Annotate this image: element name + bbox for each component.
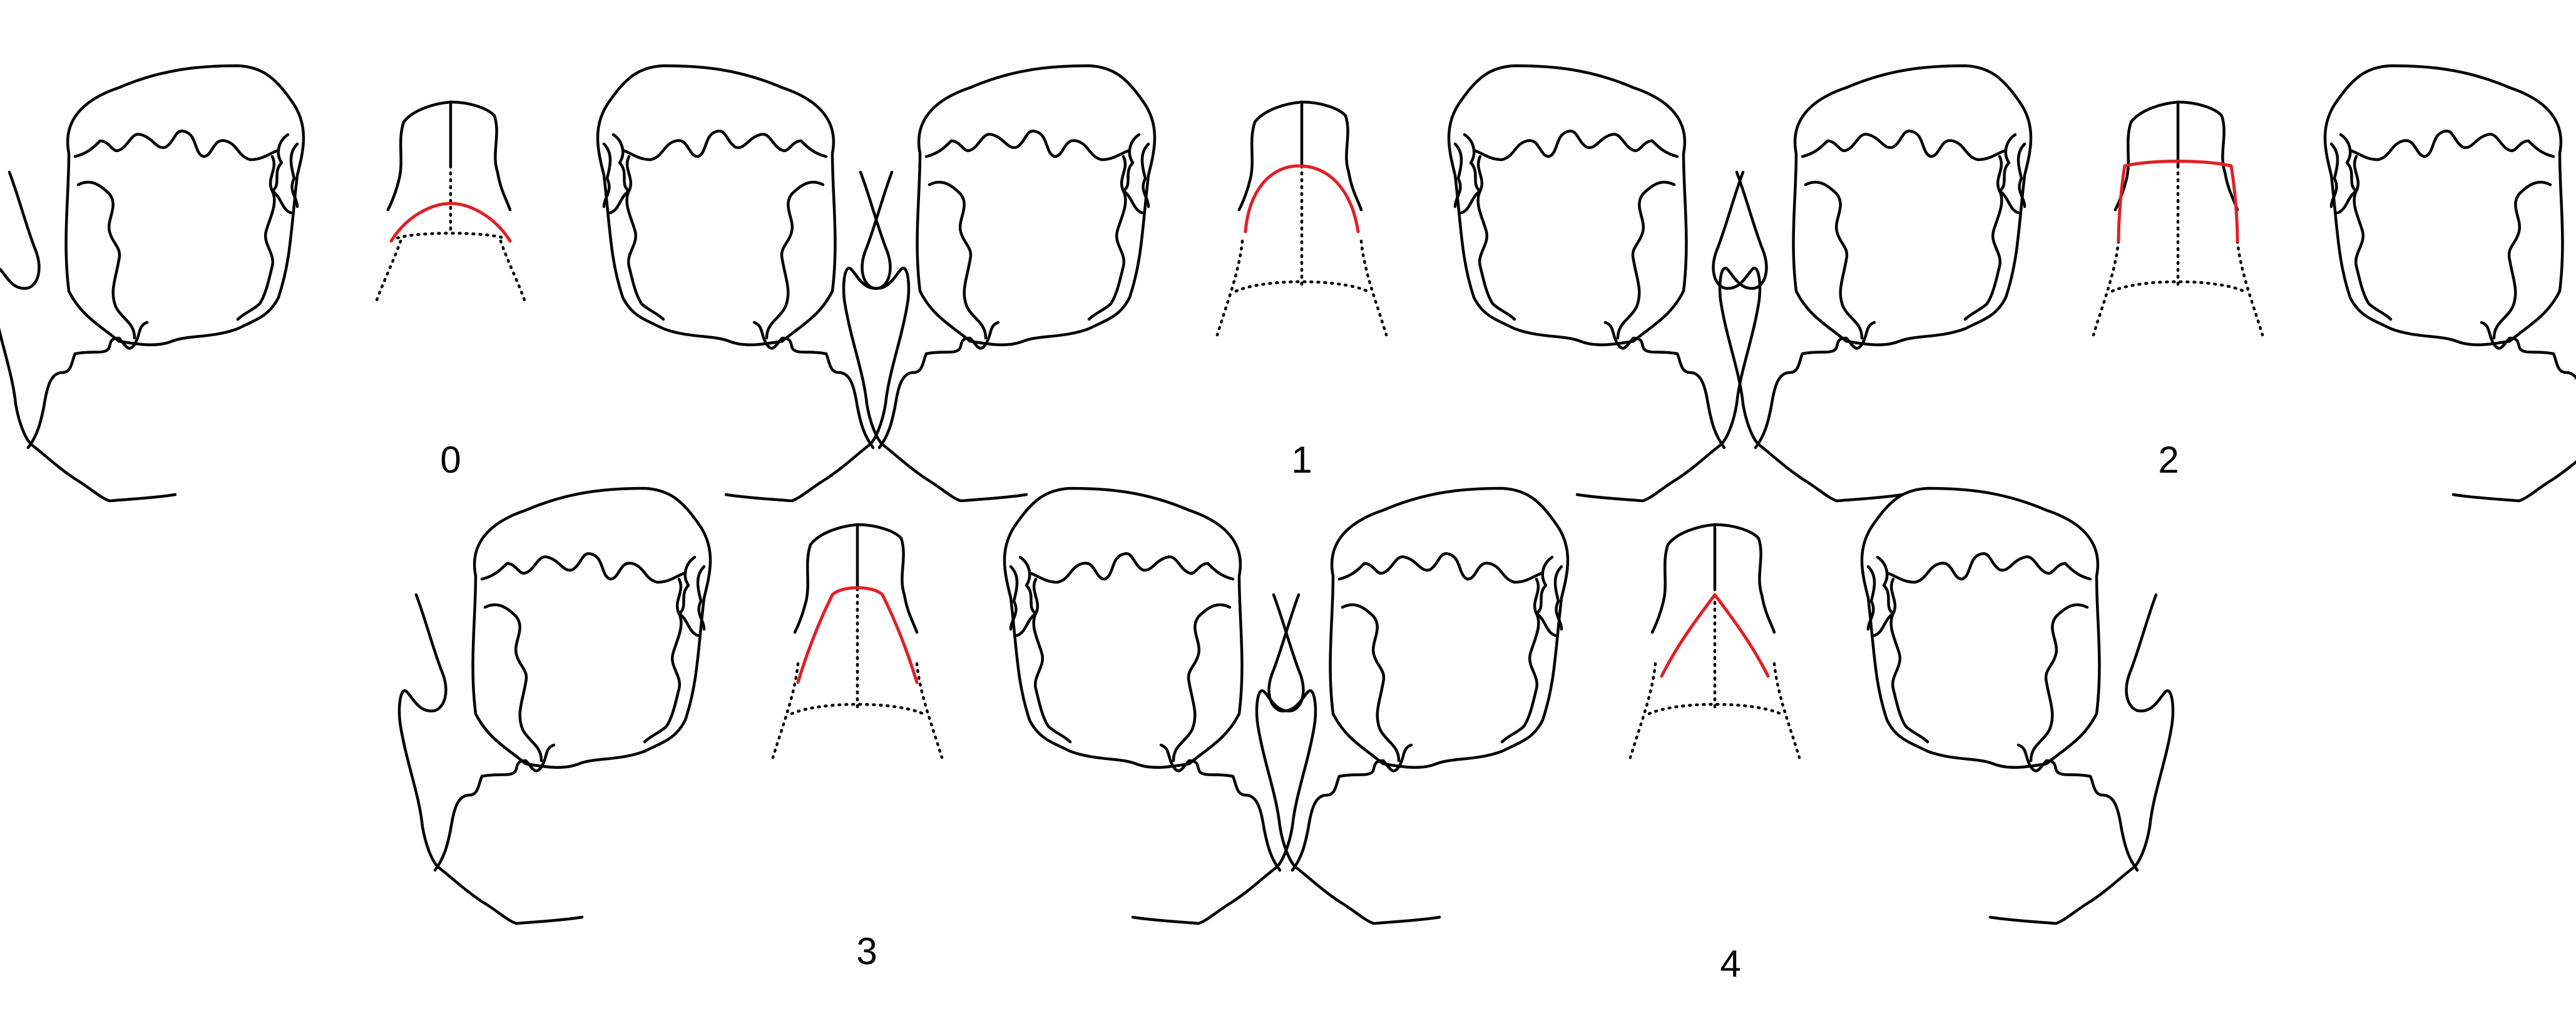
- suture-curve-2: [2117, 160, 2239, 243]
- state-label-3: 3: [856, 930, 877, 972]
- state-label-2: 2: [2158, 439, 2179, 481]
- state-label-0: 0: [440, 439, 461, 481]
- state-label-1: 1: [1291, 439, 1312, 481]
- panel-1: [844, 66, 1760, 501]
- state-label-4: 4: [1720, 943, 1740, 985]
- panel-3: [399, 488, 1316, 923]
- panel-0: [0, 66, 909, 501]
- suture-curve-0: [389, 202, 512, 243]
- dotted-suture-1: [1217, 166, 1386, 335]
- dotted-suture-2: [2093, 166, 2262, 335]
- panel-4: [1257, 488, 2173, 923]
- dotted-suture-4: [1630, 588, 1799, 758]
- suture-curve-1: [1244, 164, 1360, 234]
- panel-2: [1720, 66, 2576, 501]
- suture-curve-4: [1660, 593, 1770, 678]
- dotted-suture-3: [773, 588, 942, 758]
- dotted-suture-0: [374, 164, 528, 306]
- suture-curve-3: [796, 586, 919, 684]
